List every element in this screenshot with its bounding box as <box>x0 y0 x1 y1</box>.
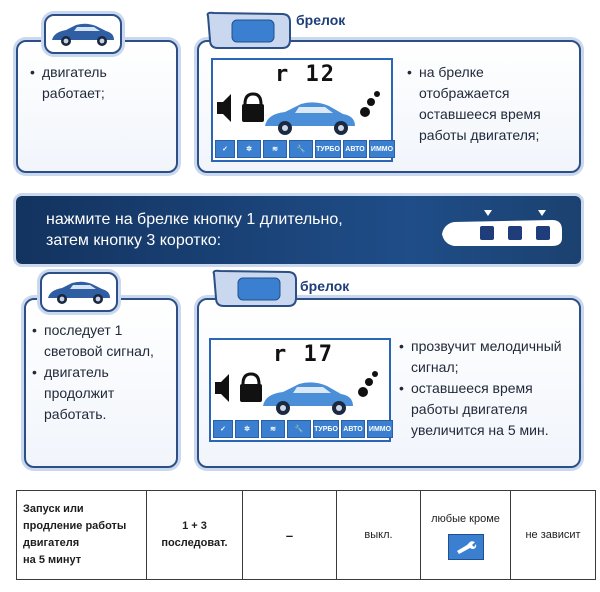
immo-icon: ИММО <box>369 140 395 158</box>
fob-display-item: на брелке отображается оставшееся время … <box>407 62 575 146</box>
check-icon: ✓ <box>215 140 235 158</box>
instruction-text: нажмите на брелке кнопку 1 длительно, за… <box>46 209 343 251</box>
check-icon: ✓ <box>213 420 233 438</box>
function-line-3: двигателя <box>23 537 80 549</box>
fob-display-list: на брелке отображается оставшееся время … <box>407 62 575 146</box>
lcd-code-2: r 17 <box>273 342 334 367</box>
engine-status-panel: двигатель работает; <box>16 40 178 173</box>
fob-label: брелок <box>296 12 346 28</box>
engine-result-panel: последует 1 световой сигнал, двигатель п… <box>24 298 178 468</box>
auto-icon: АВТО <box>341 420 365 438</box>
instruction-banner: нажмите на брелке кнопку 1 длительно, за… <box>16 196 581 264</box>
instruction-line-1: нажмите на брелке кнопку 1 длительно, <box>46 211 343 228</box>
table-cell-state: выкл. <box>337 491 421 579</box>
key-fob-tab-2 <box>210 268 298 315</box>
fob-label-2: брелок <box>300 278 350 294</box>
car-icon-tab <box>44 14 122 54</box>
function-line-2: продление работы <box>23 520 127 532</box>
table-cell-function: Запуск или продление работы двигателя на… <box>17 491 147 579</box>
fob-lcd-2: r 17 ✓ ✲ ≋ 🔧 <box>209 338 393 442</box>
buttons-line-2: последоват. <box>161 537 228 549</box>
speaker-icon <box>217 94 231 122</box>
table-cell-independent: не зависит <box>525 528 581 541</box>
lock-icon <box>242 92 264 122</box>
instruction-line-2: затем кнопку 3 коротко: <box>46 232 222 249</box>
speaker-icon <box>215 374 229 402</box>
fan-icon: ✲ <box>235 420 259 438</box>
key-fob-icon <box>212 269 297 307</box>
engine-result-item-2: двигатель продолжит работать. <box>32 362 172 425</box>
car-lcd-icon <box>265 102 355 135</box>
function-line-1: Запуск или <box>23 503 84 515</box>
key-fob-tab <box>204 10 292 57</box>
engine-result-item-1: последует 1 световой сигнал, <box>32 320 172 362</box>
key-fob-icon <box>206 11 291 49</box>
fob-result-panel: r 17 ✓ ✲ ≋ 🔧 <box>197 298 581 468</box>
wrench-icon: 🔧 <box>289 140 313 158</box>
wrench-icon: 🔧 <box>287 420 311 438</box>
auto-icon: АВТО <box>343 140 367 158</box>
exhaust-icon <box>360 91 380 117</box>
table-cell-buttons: 1 + 3 последоват. <box>147 491 243 579</box>
heat-icon: ≋ <box>263 140 287 158</box>
turbo-icon: ТУРБО <box>315 140 341 158</box>
car-icon <box>52 23 114 46</box>
fan-icon: ✲ <box>237 140 261 158</box>
wrench-icon <box>447 533 484 560</box>
except-text: любые кроме <box>431 512 500 525</box>
fob-result-item-2: оставшееся время работы двигателя увелич… <box>399 378 577 441</box>
immo-icon: ИММО <box>367 420 393 438</box>
car-lcd-icon <box>263 382 353 415</box>
car-icon-tab-2 <box>40 272 118 312</box>
wrench-glyph <box>456 540 476 554</box>
lcd-scene-2 <box>215 371 378 415</box>
function-line-4: на 5 минут <box>23 554 82 566</box>
fob-lcd: r 12 ✓ ✲ ≋ 🔧 <box>211 58 395 162</box>
lcd-icon-row-2: ✓ ✲ ≋ 🔧 ТУРБО АВТО ИММО <box>213 420 393 438</box>
engine-status-list: двигатель работает; <box>30 62 170 104</box>
engine-result-list: последует 1 световой сигнал, двигатель п… <box>32 320 172 425</box>
fob-display-panel: r 12 ✓ ✲ ≋ 🔧 <box>197 40 581 173</box>
engine-status-item: двигатель работает; <box>30 62 170 104</box>
car-icon <box>48 281 110 304</box>
exhaust-icon <box>358 371 378 397</box>
lock-icon <box>240 372 262 402</box>
heat-icon: ≋ <box>261 420 285 438</box>
table-cell-except: любые кроме <box>421 491 511 579</box>
fob-result-item-1: прозвучит мелодичный сигнал; <box>399 336 577 378</box>
lcd-icon-row: ✓ ✲ ≋ 🔧 ТУРБО АВТО ИММО <box>215 140 395 158</box>
buttons-line-1: 1 + 3 <box>182 520 207 532</box>
table-cell-dash: – <box>243 491 337 579</box>
lcd-scene <box>217 91 380 135</box>
fob-buttons-diagram <box>442 210 562 246</box>
lcd-code: r 12 <box>275 62 336 87</box>
fob-result-list: прозвучит мелодичный сигнал; оставшееся … <box>399 336 577 441</box>
turbo-icon: ТУРБО <box>313 420 339 438</box>
summary-table: Запуск или продление работы двигателя на… <box>16 490 596 580</box>
